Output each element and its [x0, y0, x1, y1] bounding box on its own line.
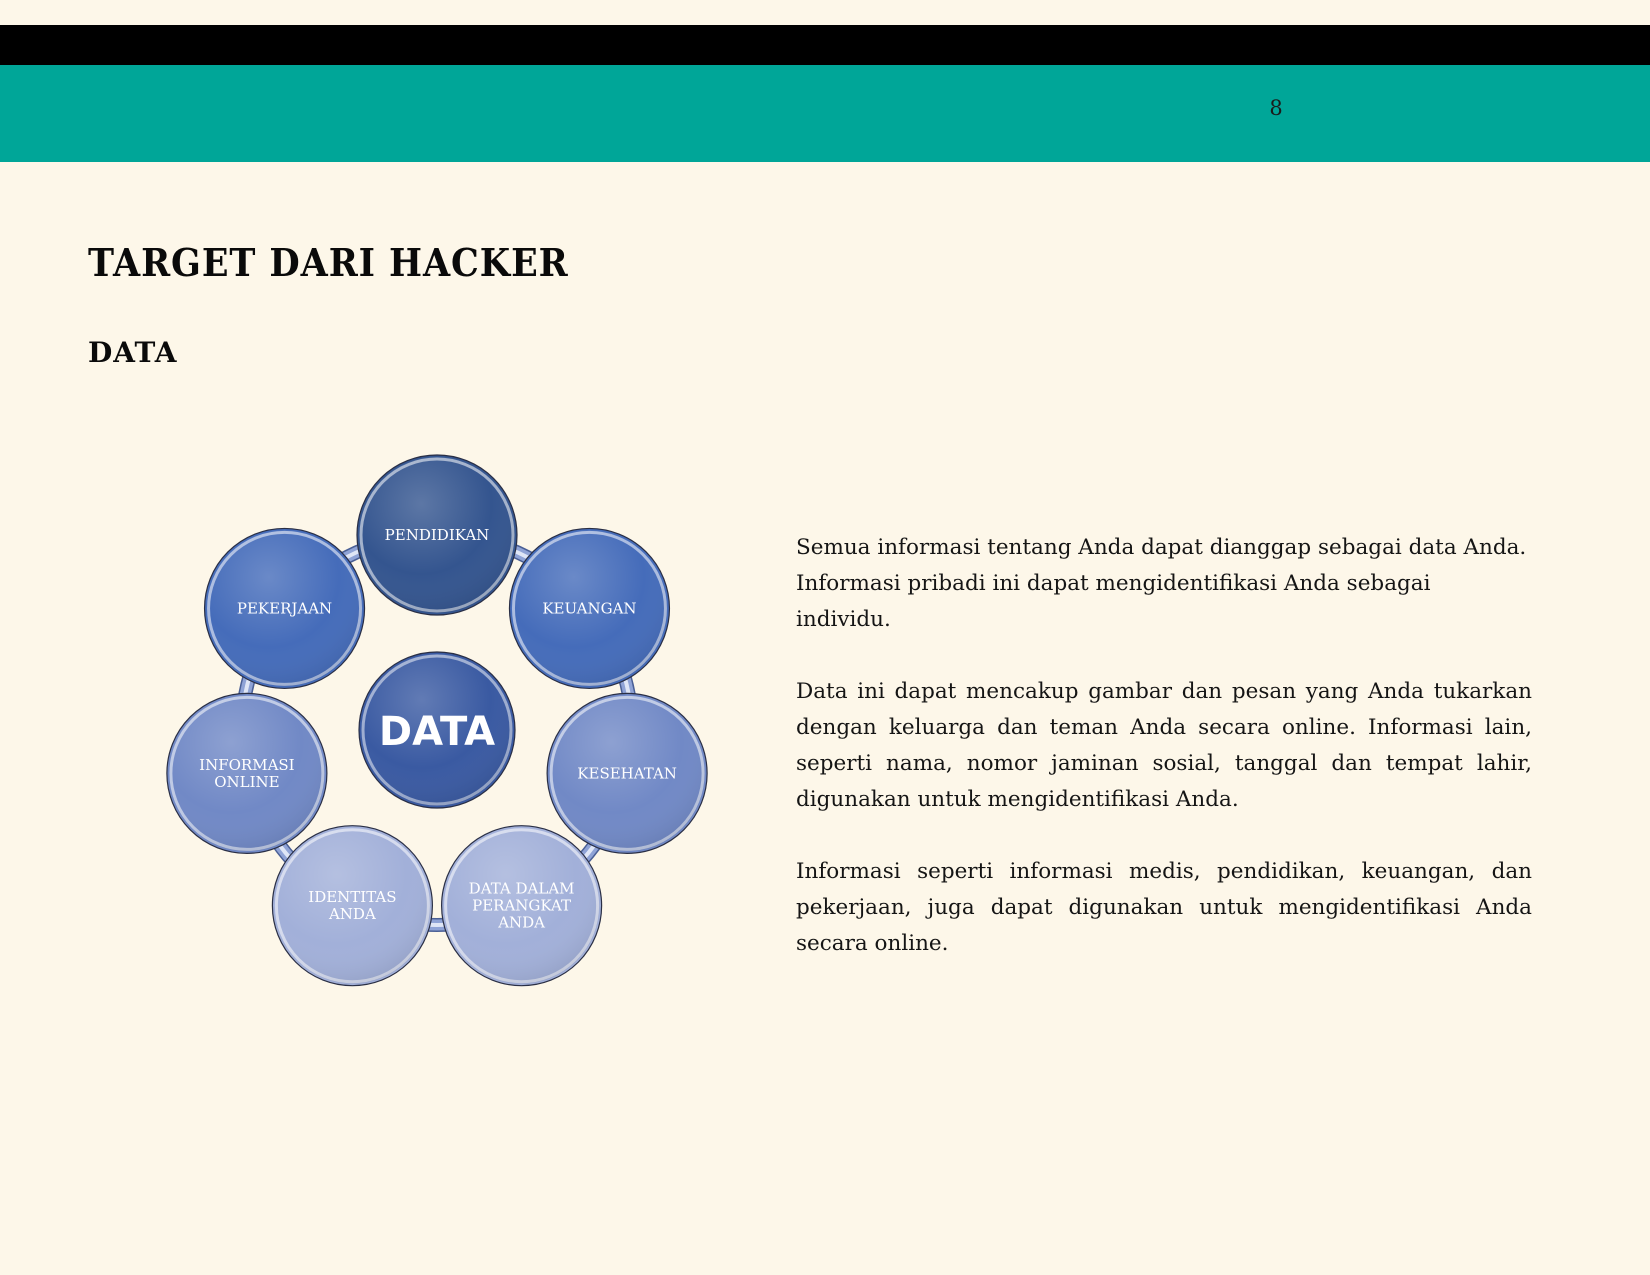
paragraph-1-line-2: Informasi pribadi ini dapat mengidentifi…: [796, 571, 1431, 632]
paragraph-3: Informasi seperti informasi medis, pendi…: [796, 859, 1532, 956]
data-cycle-diagram: PENDIDIKAN KEUANGAN KESEHATAN DATA DALAMPER…: [166, 454, 708, 987]
node-label: INFORMASI: [199, 756, 295, 774]
node-label: ANDA: [497, 914, 545, 932]
page-title: TARGET DARI HACKER: [88, 240, 569, 285]
node-label: DATA DALAM: [469, 880, 575, 898]
header-teal-band: [0, 65, 1650, 162]
center-node: DATA: [358, 651, 516, 809]
node-gloss: [206, 530, 363, 687]
node-gloss: [274, 827, 431, 984]
node-pekerjaan: PEKERJAAN: [203, 527, 366, 690]
page-number: 8: [1269, 96, 1283, 120]
paragraph-2: Data ini dapat mencakup gambar dan pesan…: [796, 679, 1532, 812]
node-gloss: [168, 695, 325, 852]
node-label: ONLINE: [214, 773, 279, 791]
node-label: PERANGKAT: [472, 897, 571, 915]
node-label: KEUANGAN: [542, 599, 636, 617]
node-keuangan: KEUANGAN: [508, 527, 671, 690]
node-kesehatan: KESEHATAN: [546, 692, 708, 854]
center-gloss: [361, 654, 513, 806]
node-label: KESEHATAN: [577, 764, 677, 782]
body-text: Semua informasi tentang Anda dapat diang…: [796, 530, 1532, 998]
paragraph-1: Semua informasi tentang Anda dapat diang…: [796, 530, 1532, 638]
node-gloss: [359, 457, 515, 613]
node-label: ANDA: [328, 905, 376, 923]
node-gloss: [443, 827, 600, 984]
node-label: PEKERJAAN: [237, 599, 332, 617]
center-label: DATA: [379, 709, 495, 755]
paragraph-1-line-1: Semua informasi tentang Anda dapat diang…: [796, 535, 1527, 560]
node-gloss: [511, 530, 668, 687]
node-pendidikan: PENDIDIKAN: [356, 454, 518, 616]
section-heading: DATA: [88, 336, 178, 369]
node-gloss: [549, 695, 706, 852]
header-black-band: [0, 25, 1650, 65]
cycle-nodes: PENDIDIKAN KEUANGAN KESEHATAN DATA DALAMPER…: [166, 454, 708, 987]
node-label: PENDIDIKAN: [385, 526, 490, 544]
node-label: IDENTITAS: [308, 888, 396, 906]
